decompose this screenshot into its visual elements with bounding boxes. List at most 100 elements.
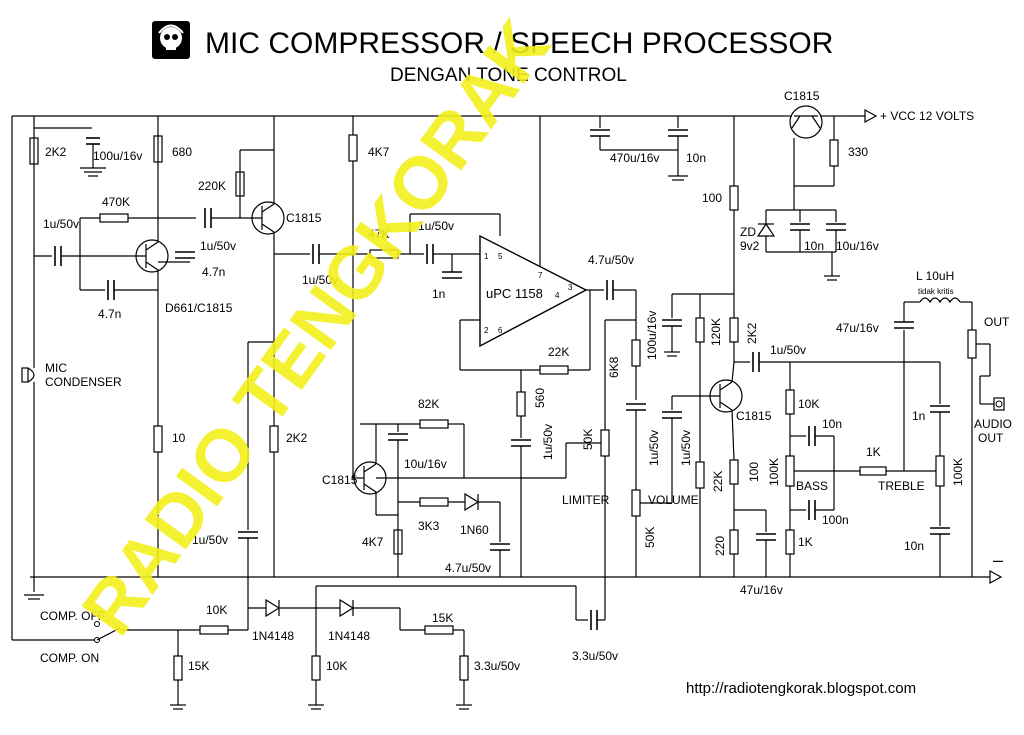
component-label: 1K: [798, 535, 813, 549]
ground-icon: [456, 704, 472, 710]
component-label-3u3: 3.3u/50v: [572, 649, 618, 663]
component-label: 1N60: [460, 523, 489, 537]
component-label: 100K: [951, 458, 965, 486]
component-label: 1u/50v: [679, 430, 693, 466]
svg-text:1: 1: [484, 252, 489, 261]
page-title: MIC COMPRESSOR / SPEECH PROCESSOR: [205, 27, 833, 60]
component-label: 4.7n: [202, 265, 225, 279]
component-label: 680: [172, 145, 192, 159]
component-label: 10K: [798, 397, 819, 411]
watermark: RADIO TENGKORAK: [66, 5, 566, 649]
component-label: C1815: [322, 473, 358, 487]
component-label: 2K2: [45, 145, 67, 159]
component-label: 22K: [711, 471, 725, 492]
component-label: 1n: [912, 409, 925, 423]
ground-icon: [308, 704, 324, 710]
component-label: 10K: [326, 659, 347, 673]
component-label: 15K: [188, 659, 209, 673]
component-label: 4.7n: [98, 307, 121, 321]
component-label: 560: [533, 388, 547, 408]
component-label: 100u/16v: [645, 311, 659, 360]
component-label: 10n: [822, 417, 842, 431]
component-label: 1N4148: [328, 629, 370, 643]
component-label: C1815: [736, 409, 772, 423]
component-label: 50K: [643, 527, 657, 548]
ic-upc1158: 1 5 7 3 4 2 6: [479, 234, 588, 348]
component-label: 1u/50v: [647, 430, 661, 466]
component-label: 1u/50v: [43, 217, 79, 231]
component-label: 3.3u/50v: [474, 659, 520, 673]
component-label: 4K7: [368, 145, 390, 159]
component-label: 1u/50v: [192, 533, 228, 547]
component-label: 1u/50v: [302, 273, 338, 287]
component-label: 1u/50v: [200, 239, 236, 253]
component-label: 15K: [432, 611, 453, 625]
component-label: 6K8: [607, 356, 621, 378]
component-label: 330: [848, 145, 868, 159]
component-label: 1n: [432, 287, 445, 301]
volume-label: VOLUME: [648, 493, 699, 507]
positive-rail: [12, 108, 878, 124]
component-label: 1u/50v: [770, 343, 806, 357]
zd-voltage-label: 9v2: [740, 239, 760, 253]
ground-icon: [80, 167, 106, 177]
component-label: 10n: [904, 539, 924, 553]
component-label: 470u/16v: [610, 151, 659, 165]
inductor-note: tidak kritis: [918, 287, 954, 296]
condenser-label: CONDENSER: [45, 375, 122, 389]
svg-text:7: 7: [538, 271, 543, 280]
footer-url[interactable]: http://radiotengkorak.blogspot.com: [686, 680, 916, 697]
component-label: C1815: [784, 89, 820, 103]
svg-text:6: 6: [498, 326, 503, 335]
component-label: 1u/50v: [541, 424, 555, 460]
component-label: 10K: [206, 603, 227, 617]
svg-text:4: 4: [555, 291, 560, 300]
component-label: 100K: [767, 458, 781, 486]
component-label: 4.7u/50v: [588, 253, 634, 267]
resistor-2k2-mic: [29, 137, 39, 165]
transistor-c1815-reg: [789, 105, 823, 139]
ground-icon: [824, 275, 840, 281]
component-label: 10: [172, 431, 186, 445]
component-label: 100: [702, 191, 722, 205]
component-label: 1u/50v: [418, 219, 454, 233]
zd-label: ZD: [740, 225, 756, 239]
component-label: 10u/16v: [836, 239, 879, 253]
component-label: 47u/16v: [836, 321, 879, 335]
component-label: 1N4148: [252, 629, 294, 643]
inductor-icon: [919, 297, 961, 304]
audio-out-label: OUT: [978, 431, 1004, 445]
component-label: 4K7: [362, 535, 384, 549]
inductor-label: L 10uH: [916, 269, 954, 283]
d661-label: D661/C1815: [165, 301, 233, 315]
component-label: 120K: [709, 318, 723, 346]
mic-label: MIC: [45, 361, 67, 375]
out-label: OUT: [984, 315, 1010, 329]
component-label: 10u/16v: [404, 457, 447, 471]
comp-off-label: COMP. OFF: [40, 609, 105, 623]
comp-on-label: COMP. ON: [40, 651, 99, 665]
component-label: 3K3: [418, 519, 440, 533]
vcc-label: + VCC 12 VOLTS: [880, 109, 974, 123]
comp-switch[interactable]: [94, 621, 121, 643]
component-label: 2K2: [286, 431, 308, 445]
component-label: 4.7u/50v: [445, 561, 491, 575]
bass-label: BASS: [796, 479, 828, 493]
component-label: C1815: [286, 211, 322, 225]
component-label: 47K: [368, 227, 389, 241]
ground-icon: [664, 351, 680, 357]
svg-text:5: 5: [498, 252, 503, 261]
component-label: 2K2: [745, 322, 759, 344]
component-label: 1K: [866, 445, 881, 459]
component-label: 220: [713, 536, 727, 556]
skull-logo-icon: [152, 21, 190, 59]
output-volume-pot[interactable]: [967, 329, 977, 359]
ground-rail: [30, 569, 1003, 585]
treble-label: TREBLE: [878, 479, 925, 493]
component-label: 10n: [686, 151, 706, 165]
component-label: 82K: [418, 397, 439, 411]
minus-label: –: [993, 550, 1003, 570]
audio-out-jack-icon: [993, 397, 1005, 411]
component-label: 47u/16v: [740, 583, 783, 597]
